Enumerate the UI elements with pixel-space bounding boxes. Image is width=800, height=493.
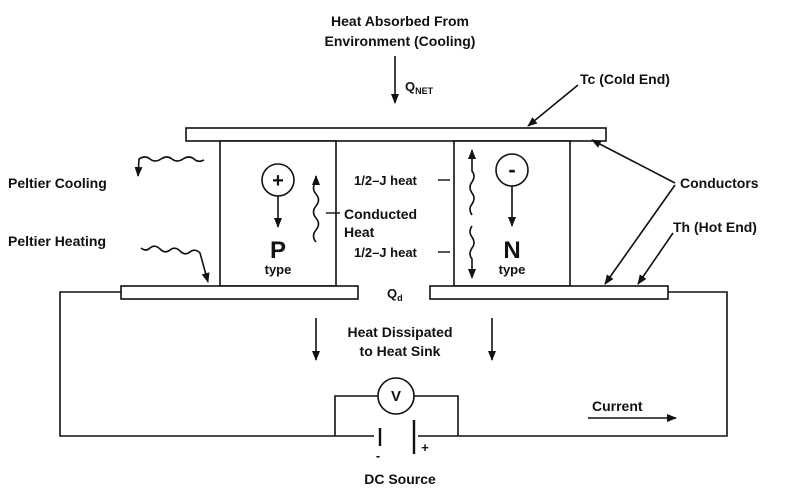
bottom-plate-right bbox=[429, 285, 669, 300]
circuit-wire-right bbox=[418, 291, 728, 437]
conducted-line2: Heat bbox=[344, 224, 375, 240]
cold-plate bbox=[185, 127, 607, 142]
circuit-wire-left bbox=[59, 291, 374, 437]
voltmeter-label: V bbox=[391, 388, 401, 405]
q-d-label: Qd bbox=[387, 286, 403, 303]
title-line2: Environment (Cooling) bbox=[325, 33, 476, 49]
current-label: Current bbox=[592, 398, 643, 414]
n-upper-heat-wave bbox=[468, 149, 476, 216]
p-type-label: type bbox=[265, 262, 292, 277]
tc-label: Tc (Cold End) bbox=[580, 71, 670, 87]
half-j-top-label: 1/2–J heat bbox=[354, 173, 418, 188]
dissipated-line2: to Heat Sink bbox=[360, 343, 441, 359]
plus-sign: + bbox=[272, 170, 284, 192]
dissipated-line1: Heat Dissipated bbox=[347, 324, 452, 340]
conductors-label: Conductors bbox=[680, 175, 759, 191]
peltier-cooling-squiggle bbox=[134, 156, 205, 177]
th-leader bbox=[637, 232, 674, 285]
n-letter: N bbox=[503, 237, 520, 264]
peltier-heating-squiggle bbox=[140, 245, 210, 283]
peltier-cooling-label: Peltier Cooling bbox=[8, 175, 107, 191]
dc-source-label: DC Source bbox=[364, 471, 436, 487]
voltmeter-wire bbox=[334, 395, 378, 436]
peltier-heating-label: Peltier Heating bbox=[8, 233, 106, 249]
negative-terminal: - bbox=[376, 448, 380, 463]
bottom-plate-left bbox=[120, 285, 359, 300]
conductors-leader-bottom bbox=[604, 184, 676, 285]
n-type-label: type bbox=[499, 262, 526, 277]
voltmeter-wire-right bbox=[414, 395, 459, 436]
title-line1: Heat Absorbed From bbox=[331, 13, 469, 29]
half-j-bottom-label: 1/2–J heat bbox=[354, 245, 418, 260]
p-conducted-heat-wave bbox=[312, 175, 320, 243]
positive-terminal: + bbox=[421, 440, 429, 455]
q-net-label: QNET bbox=[405, 79, 434, 96]
conducted-line1: Conducted bbox=[344, 206, 417, 222]
n-lower-heat-wave bbox=[468, 225, 476, 279]
voltmeter-circle bbox=[377, 377, 415, 415]
minus-sign: - bbox=[508, 157, 515, 182]
tc-leader bbox=[527, 84, 579, 127]
th-label: Th (Hot End) bbox=[673, 219, 757, 235]
conductors-leader-top bbox=[591, 139, 676, 184]
p-letter: P bbox=[270, 237, 286, 264]
